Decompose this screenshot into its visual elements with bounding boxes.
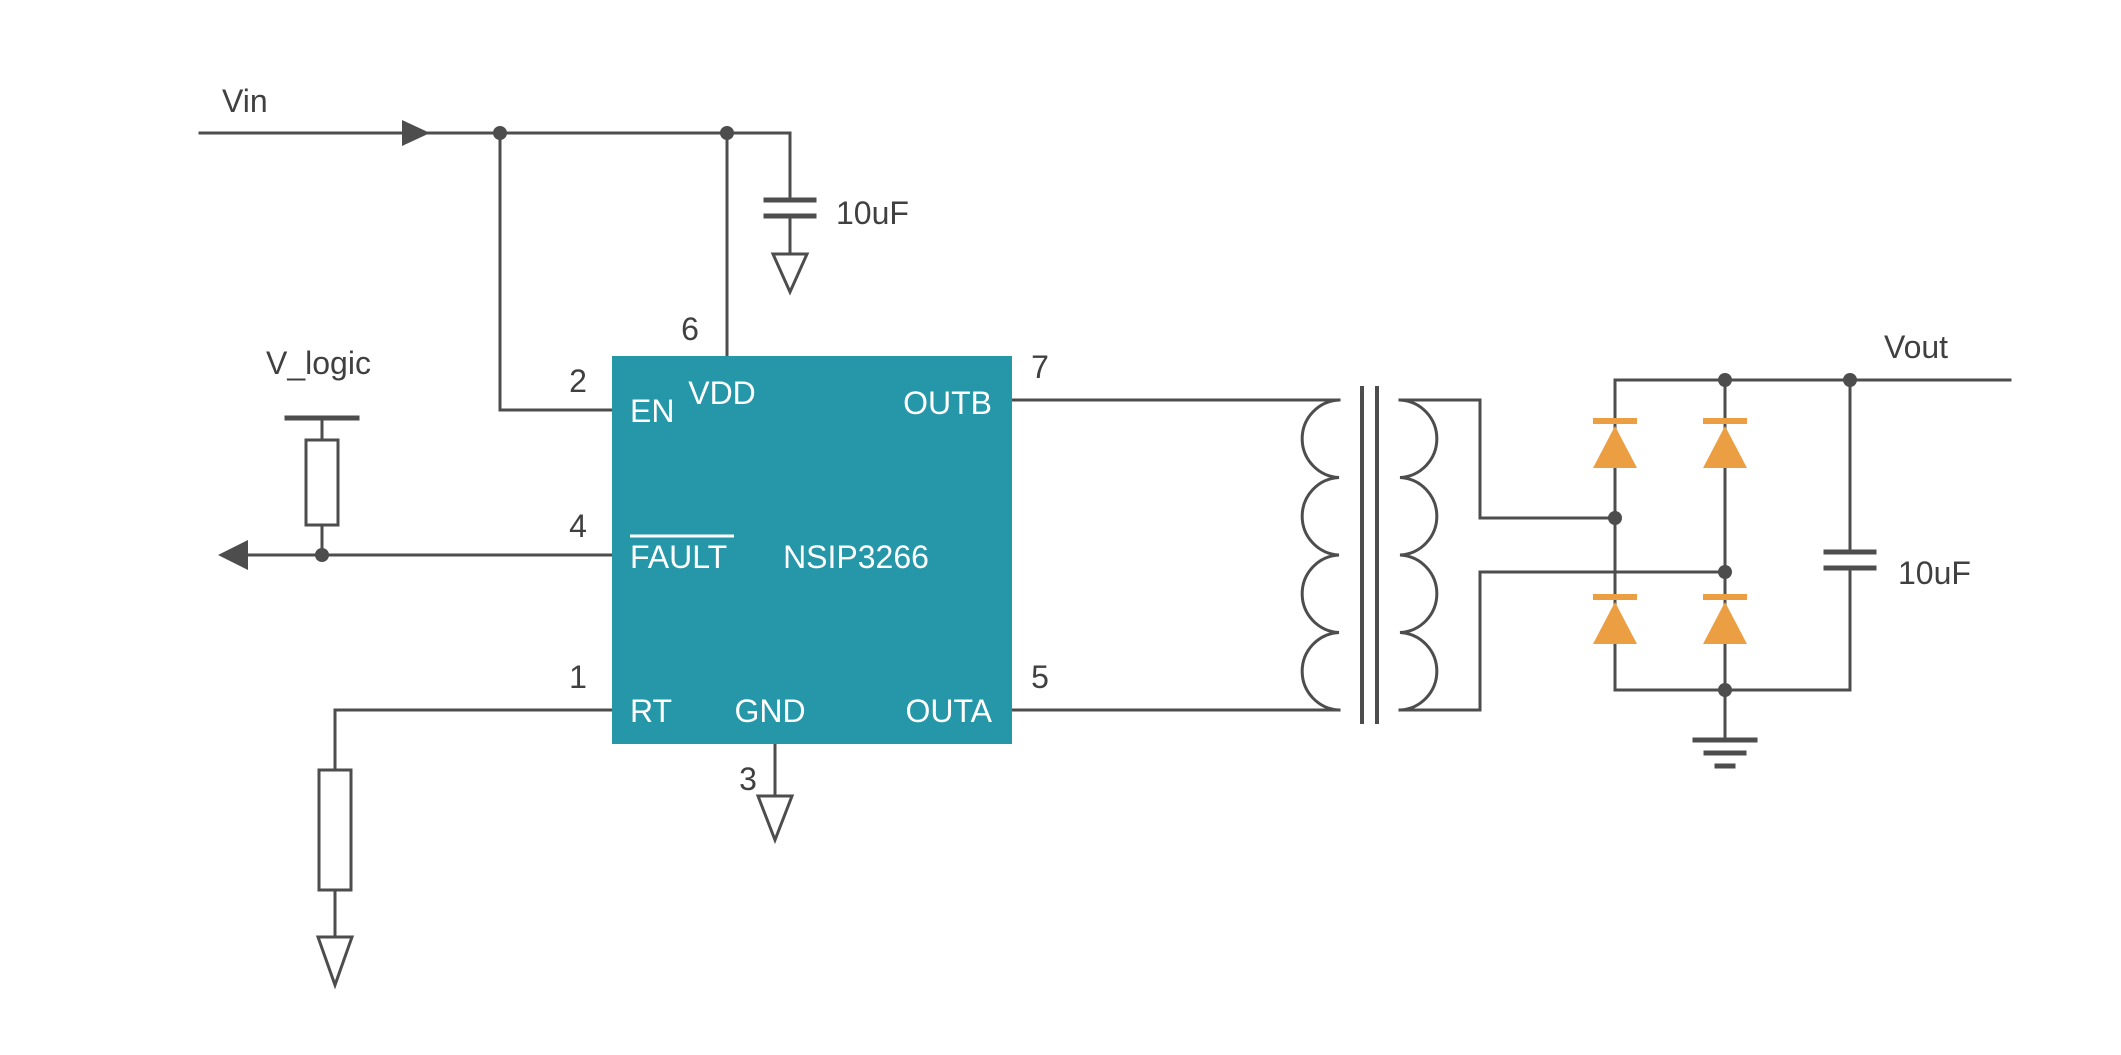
ic-block: EN VDD OUTB FAULT NSIP3266 RT GND OUTA [612,356,1012,744]
ic-body [612,356,1012,744]
diode-top-right-icon [1703,426,1747,468]
gnd-pin-ground-icon [755,794,795,845]
diode-cathode-bars [1593,418,1747,600]
rt-wire [333,708,614,772]
junction-dot [1718,373,1732,387]
pullup-resistor [304,438,340,527]
pin-label-en: EN [630,393,674,429]
pin-numbers: 6 2 7 4 1 5 3 [569,311,1049,797]
wires [198,131,2012,990]
pin-label-outa: OUTA [905,693,992,729]
pin-number-vdd: 6 [681,311,699,347]
diode-bottom-right-icon [1703,602,1747,644]
ic-pin-labels: EN VDD OUTB FAULT NSIP3266 RT GND OUTA [630,375,993,729]
ic-part-number: NSIP3266 [783,539,929,575]
junction-dot [720,126,734,140]
junction-dot [1718,683,1732,697]
vout-label: Vout [1884,329,1948,365]
fault-arrow-icon [218,540,248,570]
pin-label-rt: RT [630,693,672,729]
transformer-secondary-winding [1398,398,1439,712]
input-cap [763,197,817,219]
pin-number-fault: 4 [569,508,587,544]
pin-number-gnd: 3 [739,761,757,797]
pin-number-outa: 5 [1031,659,1049,695]
input-cap-ground-icon [770,252,810,296]
diode-bottom-left-icon [1593,602,1637,644]
junctions [218,120,1857,697]
junction-dot [493,126,507,140]
vin-label: Vin [222,83,268,119]
input-cap-value-label: 10uF [836,195,909,231]
pin-label-fault: FAULT [630,539,727,575]
secondary-bottom-lead [1398,570,1727,712]
secondary-top-lead [1398,398,1617,520]
pin-number-en: 2 [569,363,587,399]
junction-dot [1843,373,1857,387]
rt-resistor [317,768,353,892]
junction-dot [1718,565,1732,579]
rectifier-diodes [1593,418,1747,644]
transformer-primary-winding [1300,398,1341,712]
output-cap-value-label: 10uF [1898,555,1971,591]
transformer-core [1360,386,1379,724]
pin-label-gnd: GND [734,693,805,729]
output-cap [1823,549,1877,571]
net-labels: Vin V_logic 10uF Vout 10uF [222,83,1971,591]
v-logic-label: V_logic [266,345,371,381]
junction-dot [315,548,329,562]
pin-label-vdd: VDD [688,375,756,411]
en-branch-wire [498,131,614,412]
rt-ground-icon [315,935,355,990]
junction-dot [1608,511,1622,525]
pin-number-outb: 7 [1031,349,1049,385]
diode-top-left-icon [1593,426,1637,468]
pin-number-rt: 1 [569,659,587,695]
output-ground-icon [1692,737,1758,769]
pin-label-outb: OUTB [903,385,992,421]
vin-arrow-icon [402,120,430,146]
